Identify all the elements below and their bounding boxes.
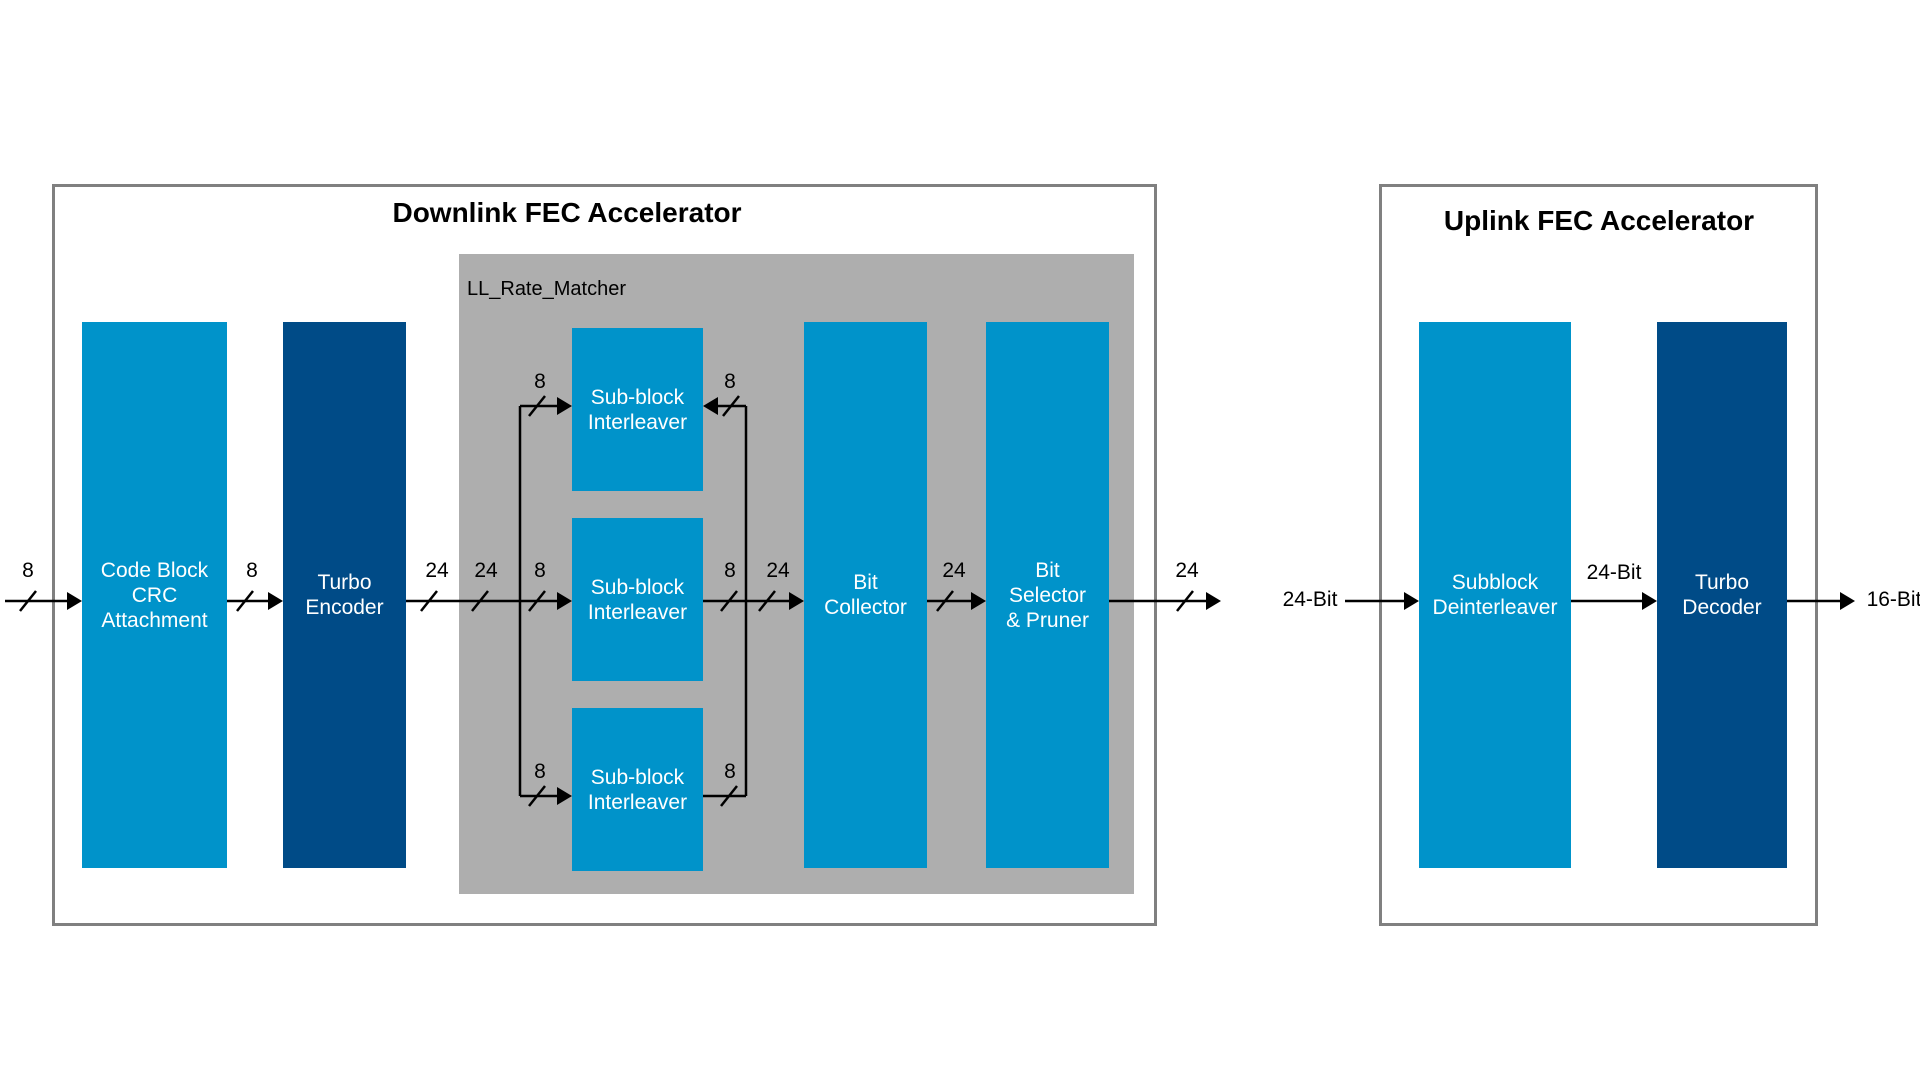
bit-collector-block: Bit Collector [804, 322, 927, 868]
bus-slash-input [19, 590, 37, 612]
arrow-into-il3 [557, 787, 572, 805]
turbo-decoder-block: Turbo Decoder [1657, 322, 1787, 868]
arrow-il1-feedback [703, 397, 718, 415]
uplink-title: Uplink FEC Accelerator [1443, 205, 1755, 236]
rate-matcher-label: LL_Rate_Matcher [467, 278, 626, 300]
bus-slash-encoder-out [420, 590, 438, 612]
bus-label-encoder-out: 24 [425, 559, 449, 582]
bus-label-il2-in: 8 [534, 559, 546, 582]
bus-label-input: 8 [22, 559, 34, 582]
bus-label-uplink-output: 16-Bit [1866, 588, 1920, 611]
sub-block-interleaver-2: Sub-block Interleaver [572, 518, 703, 681]
turbo-encoder-block: Turbo Encoder [283, 322, 406, 868]
bus-slash-il3-out [720, 785, 738, 807]
bus-slash-il1-in [528, 395, 546, 417]
bus-slash-crc-encoder [236, 590, 254, 612]
bus-label-collector-selector: 24 [942, 559, 966, 582]
bus-slash-il2-out [720, 590, 738, 612]
bus-slash-output [1176, 590, 1194, 612]
bus-label-output: 24 [1175, 559, 1199, 582]
arrow-uplink-output [1840, 592, 1855, 610]
downlink-title: Downlink FEC Accelerator [392, 197, 742, 228]
bus-label-rm-in: 24 [474, 559, 498, 582]
arrow-into-il1-left [557, 397, 572, 415]
arrow-into-deinterleaver [1404, 592, 1419, 610]
arrow-into-encoder [268, 592, 283, 610]
bus-label-uplink-input: 24-Bit [1282, 588, 1338, 611]
bus-label-collector-in: 24 [766, 559, 790, 582]
bus-slash-collector-selector [936, 590, 954, 612]
arrow-into-collector [789, 592, 804, 610]
bus-label-il3-in: 8 [534, 760, 546, 783]
arrow-into-decoder [1642, 592, 1657, 610]
bus-label-crc-encoder: 8 [246, 559, 258, 582]
bus-label-uplink-middle: 24-Bit [1586, 561, 1642, 584]
bus-label-il2-out: 8 [724, 559, 736, 582]
bus-label-il1-out: 8 [724, 370, 736, 393]
subblock-deinterleaver-block: Subblock Deinterleaver [1419, 322, 1571, 868]
bit-selector-pruner-block: Bit Selector & Pruner [986, 322, 1109, 868]
bus-slash-collector-in [758, 590, 776, 612]
bus-slash-il1-out [722, 395, 740, 417]
bus-label-il3-out: 8 [724, 760, 736, 783]
bus-label-il1-in: 8 [534, 370, 546, 393]
arrow-into-selector [971, 592, 986, 610]
bus-slash-il3-in [528, 785, 546, 807]
sub-block-interleaver-3: Sub-block Interleaver [572, 708, 703, 871]
crc-attachment-block: Code Block CRC Attachment [82, 322, 227, 868]
bus-slash-rm-in [471, 590, 489, 612]
arrow-output [1206, 592, 1221, 610]
sub-block-interleaver-1: Sub-block Interleaver [572, 328, 703, 491]
arrow-into-il2 [557, 592, 572, 610]
arrow-into-crc [67, 592, 82, 610]
bus-slash-il2-in [528, 590, 546, 612]
